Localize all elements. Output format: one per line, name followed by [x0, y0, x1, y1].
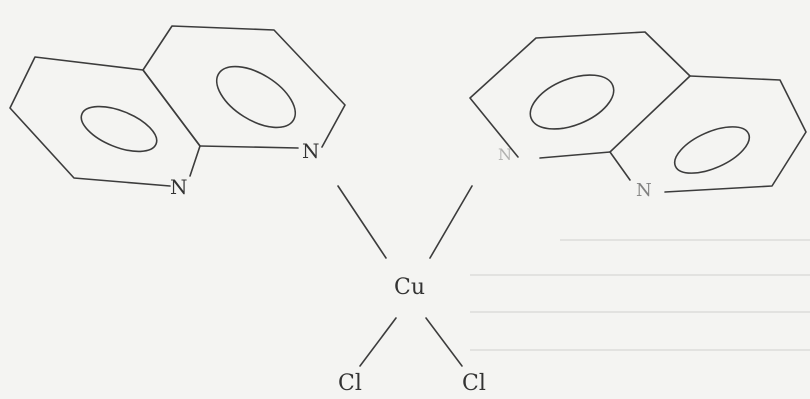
right-inner-ring-n-bond: [539, 151, 611, 159]
right-outer-ring: [664, 75, 807, 193]
right-outer-aromatic-circle: [673, 126, 751, 174]
atom-n-right-outer: N: [636, 180, 652, 201]
cu-cl-bond-right: [425, 317, 463, 367]
cu-cl-bond-left: [359, 317, 397, 367]
n-cu-bond-right: [429, 185, 473, 259]
left-n-outer-link: [189, 145, 201, 177]
atom-cu: Cu: [394, 275, 425, 300]
n-cu-bond-left: [337, 185, 387, 259]
left-inner-ring-n-bond: [199, 145, 299, 149]
atom-n-right-inner: N: [498, 145, 512, 164]
left-ligand: [9, 25, 346, 187]
coordination-bonds: [337, 185, 473, 367]
left-inner-aromatic-circle: [215, 65, 297, 129]
atom-labels: N N N N Cu Cl Cl: [170, 139, 652, 396]
right-inner-ring: [469, 31, 691, 158]
background-bleed: [470, 239, 810, 351]
atom-n-left-inner: N: [302, 139, 320, 163]
left-outer-ring: [9, 56, 201, 187]
right-inner-aromatic-circle: [529, 74, 615, 130]
atom-cl-left: Cl: [338, 371, 362, 396]
left-inner-ring: [142, 25, 346, 148]
left-outer-aromatic-circle: [80, 105, 158, 153]
atom-n-left-outer: N: [170, 175, 188, 199]
right-ligand: [469, 31, 807, 193]
atom-cl-right: Cl: [462, 371, 486, 396]
right-outer-link: [609, 151, 631, 181]
